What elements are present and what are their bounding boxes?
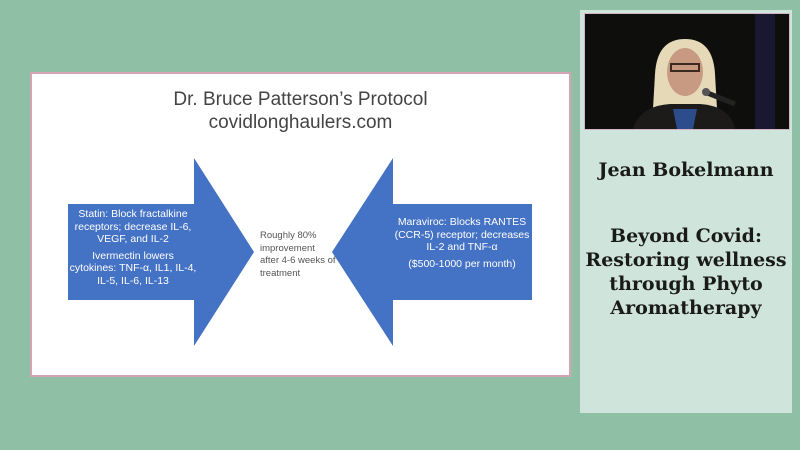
statin-text: Statin: Block fractalkine receptors; dec…	[74, 208, 192, 245]
talk-title: Beyond Covid: Restoring wellness through…	[585, 225, 787, 319]
speaker-image	[585, 14, 789, 129]
cost-text: ($500-1000 per month)	[408, 257, 516, 270]
left-arrow	[68, 158, 254, 346]
speaker-name: Jean Bokelmann	[598, 159, 774, 181]
slide-title-url: covidlonghaulers.com	[208, 112, 393, 133]
speaker-video	[584, 13, 790, 130]
presentation-slide: Dr. Bruce Patterson’s Protocol covidlong…	[30, 72, 571, 377]
left-arrow-text: Statin: Block fractalkine receptors; dec…	[68, 208, 198, 291]
speaker-panel: Jean Bokelmann Beyond Covid: Restoring w…	[580, 10, 792, 413]
arrows-diagram	[68, 158, 532, 346]
right-arrow-text: Maraviroc: Blocks RANTES (CCR-5) recepto…	[394, 216, 530, 274]
slide-title-line1: Dr. Bruce Patterson’s Protocol	[173, 89, 428, 110]
slide-title: Dr. Bruce Patterson’s Protocol covidlong…	[32, 88, 569, 134]
maraviroc-text: Maraviroc: Blocks RANTES (CCR-5) recepto…	[394, 216, 530, 253]
ivermectin-text: Ivermectin lowers cytokines: TNF-α, IL1,…	[69, 249, 197, 287]
improvement-text: Roughly 80% improvement after 4-6 weeks …	[260, 230, 336, 279]
right-arrow	[332, 158, 532, 346]
